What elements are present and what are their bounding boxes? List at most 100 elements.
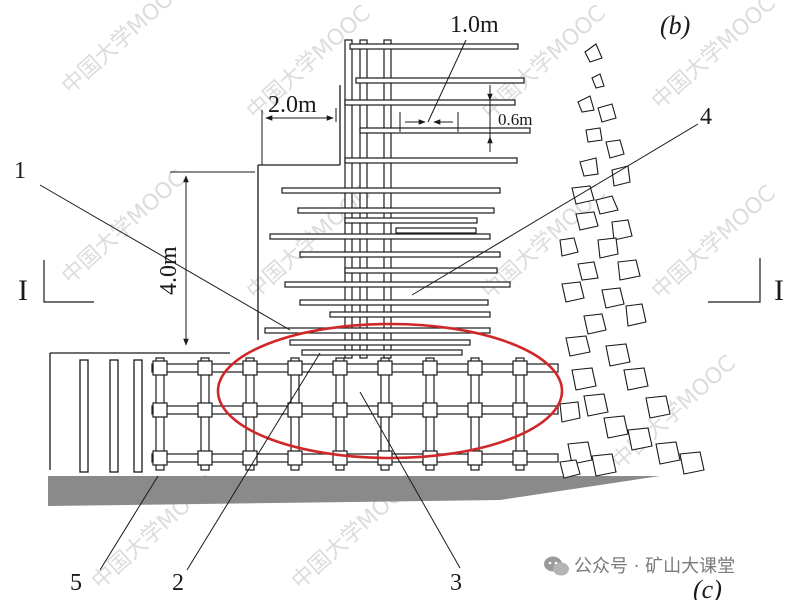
crib-joint (242, 360, 258, 376)
crib-joint (287, 402, 303, 418)
callout-3: 3 (450, 570, 462, 596)
section-marker-left (43, 260, 94, 303)
plank (355, 77, 525, 84)
rock-fragment (655, 441, 681, 465)
rock-fragment (645, 395, 671, 419)
plank-stack (264, 43, 531, 356)
rock-fragment (597, 103, 617, 123)
crib-joint (512, 360, 528, 376)
dim-label-step-width: 2.0m (268, 92, 317, 118)
rock-fragment (605, 343, 631, 367)
crib-joint (197, 450, 213, 466)
plank (299, 251, 501, 258)
crib-joint (152, 402, 168, 418)
watermark-text: 中国大学MOOC (57, 0, 190, 99)
crib-beam-horizontal (151, 405, 559, 415)
wechat-logo (544, 556, 569, 576)
section-label-right: I (774, 274, 784, 307)
crib-joint (332, 402, 348, 418)
tunnel-outline (49, 85, 341, 470)
rock-fragment (591, 73, 605, 89)
plank (329, 311, 491, 318)
rock-fragments (559, 43, 705, 479)
highlight-ellipse (216, 322, 564, 460)
plank (297, 207, 495, 214)
plank (281, 187, 501, 194)
callout-leaders (39, 123, 699, 571)
crib-joint (377, 360, 393, 376)
rock-fragment (617, 259, 641, 281)
callout-1: 1 (14, 158, 26, 184)
crib-joint (197, 360, 213, 376)
rock-fragment (567, 441, 593, 465)
rock-fragment (603, 415, 629, 439)
plank (344, 217, 478, 224)
rock-fragment (595, 195, 619, 215)
rock-fragment (597, 237, 619, 259)
plank (359, 127, 531, 134)
plank (349, 43, 519, 50)
callout-4: 4 (700, 104, 712, 130)
crib-joint (512, 402, 528, 418)
section-marker-right (708, 258, 761, 303)
crib-grid (151, 357, 559, 471)
ground-floor (48, 476, 660, 506)
rock-fragment (559, 401, 581, 423)
rock-fragment (623, 367, 649, 391)
crib-joint (467, 360, 483, 376)
crib-joint (467, 402, 483, 418)
crib-joint (242, 450, 258, 466)
plank (289, 339, 471, 346)
rock-fragment (611, 219, 633, 241)
plank (344, 157, 518, 164)
rock-fragment (627, 427, 653, 451)
crib-joint (287, 360, 303, 376)
crib-joint (242, 402, 258, 418)
section-label-left: I (18, 274, 28, 307)
callout-2: 2 (172, 570, 184, 596)
crib-joint (422, 402, 438, 418)
crib-joint (152, 360, 168, 376)
watermark-text: 中国大学MOOC (647, 181, 780, 305)
callout-5: 5 (70, 570, 82, 596)
panel-label-b: (b) (660, 11, 690, 40)
watermark-layer: 中国大学MOOC 中国大学MOOC 中国大学MOOC 中国大学MOOC 中国大学… (57, 0, 780, 594)
crib-joint (467, 450, 483, 466)
plank (299, 299, 489, 306)
crib-joint (422, 360, 438, 376)
rock-fragment (559, 237, 579, 257)
dim-label-rung-spacing: 0.6m (498, 110, 532, 129)
dim-label-top-spacing: 1.0m (450, 12, 499, 38)
dim-step-width (261, 108, 337, 165)
plank (269, 233, 491, 240)
rock-fragment (559, 459, 581, 479)
rock-fragment (565, 335, 591, 357)
rock-fragment (601, 287, 625, 309)
crib-joint (152, 450, 168, 466)
rock-fragment (625, 303, 647, 327)
rock-fragment (583, 313, 607, 335)
rock-fragment (571, 185, 595, 205)
rock-fragment (611, 165, 631, 187)
crib-joint (197, 402, 213, 418)
crib-beam-horizontal (151, 363, 559, 373)
crib-joint (287, 450, 303, 466)
rock-fragment (583, 393, 609, 417)
footer-watermark: 公众号 · 矿山大课堂 (574, 556, 735, 577)
crib-joint (512, 450, 528, 466)
crib-joint (377, 402, 393, 418)
crib-joint (332, 450, 348, 466)
plank (301, 349, 463, 356)
rock-fragment (605, 139, 625, 159)
rock-fragment (577, 261, 599, 281)
dim-height (170, 171, 255, 346)
plank (344, 267, 498, 274)
plank (344, 99, 516, 106)
panel-label-c: (c) (693, 575, 722, 600)
rock-fragment (679, 451, 705, 475)
rock-fragment (577, 95, 595, 113)
rock-fragment (571, 367, 597, 391)
rock-fragment (591, 453, 617, 477)
rock-fragment (561, 281, 585, 303)
